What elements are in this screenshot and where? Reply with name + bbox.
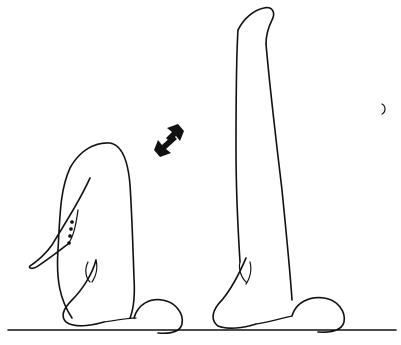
shoulder-stand-figure: [213, 8, 344, 333]
left-figure-head: [134, 300, 182, 334]
right-figure-hand: [239, 262, 250, 284]
left-figure-shoulder: [104, 318, 136, 322]
left-figure-legs: [58, 143, 135, 318]
plough-variation-figure: [29, 143, 182, 333]
right-figure-head: [292, 298, 344, 333]
left-figure-arm: [63, 260, 104, 326]
right-figure-shoulder: [256, 316, 292, 324]
double-headed-arrow-icon: [154, 124, 184, 157]
right-figure-leg-back: [266, 44, 292, 300]
right-figure-feet: [238, 8, 274, 44]
stray-mark: [382, 104, 385, 114]
right-figure-leg-front: [236, 30, 240, 262]
right-figure-arm: [213, 258, 256, 328]
